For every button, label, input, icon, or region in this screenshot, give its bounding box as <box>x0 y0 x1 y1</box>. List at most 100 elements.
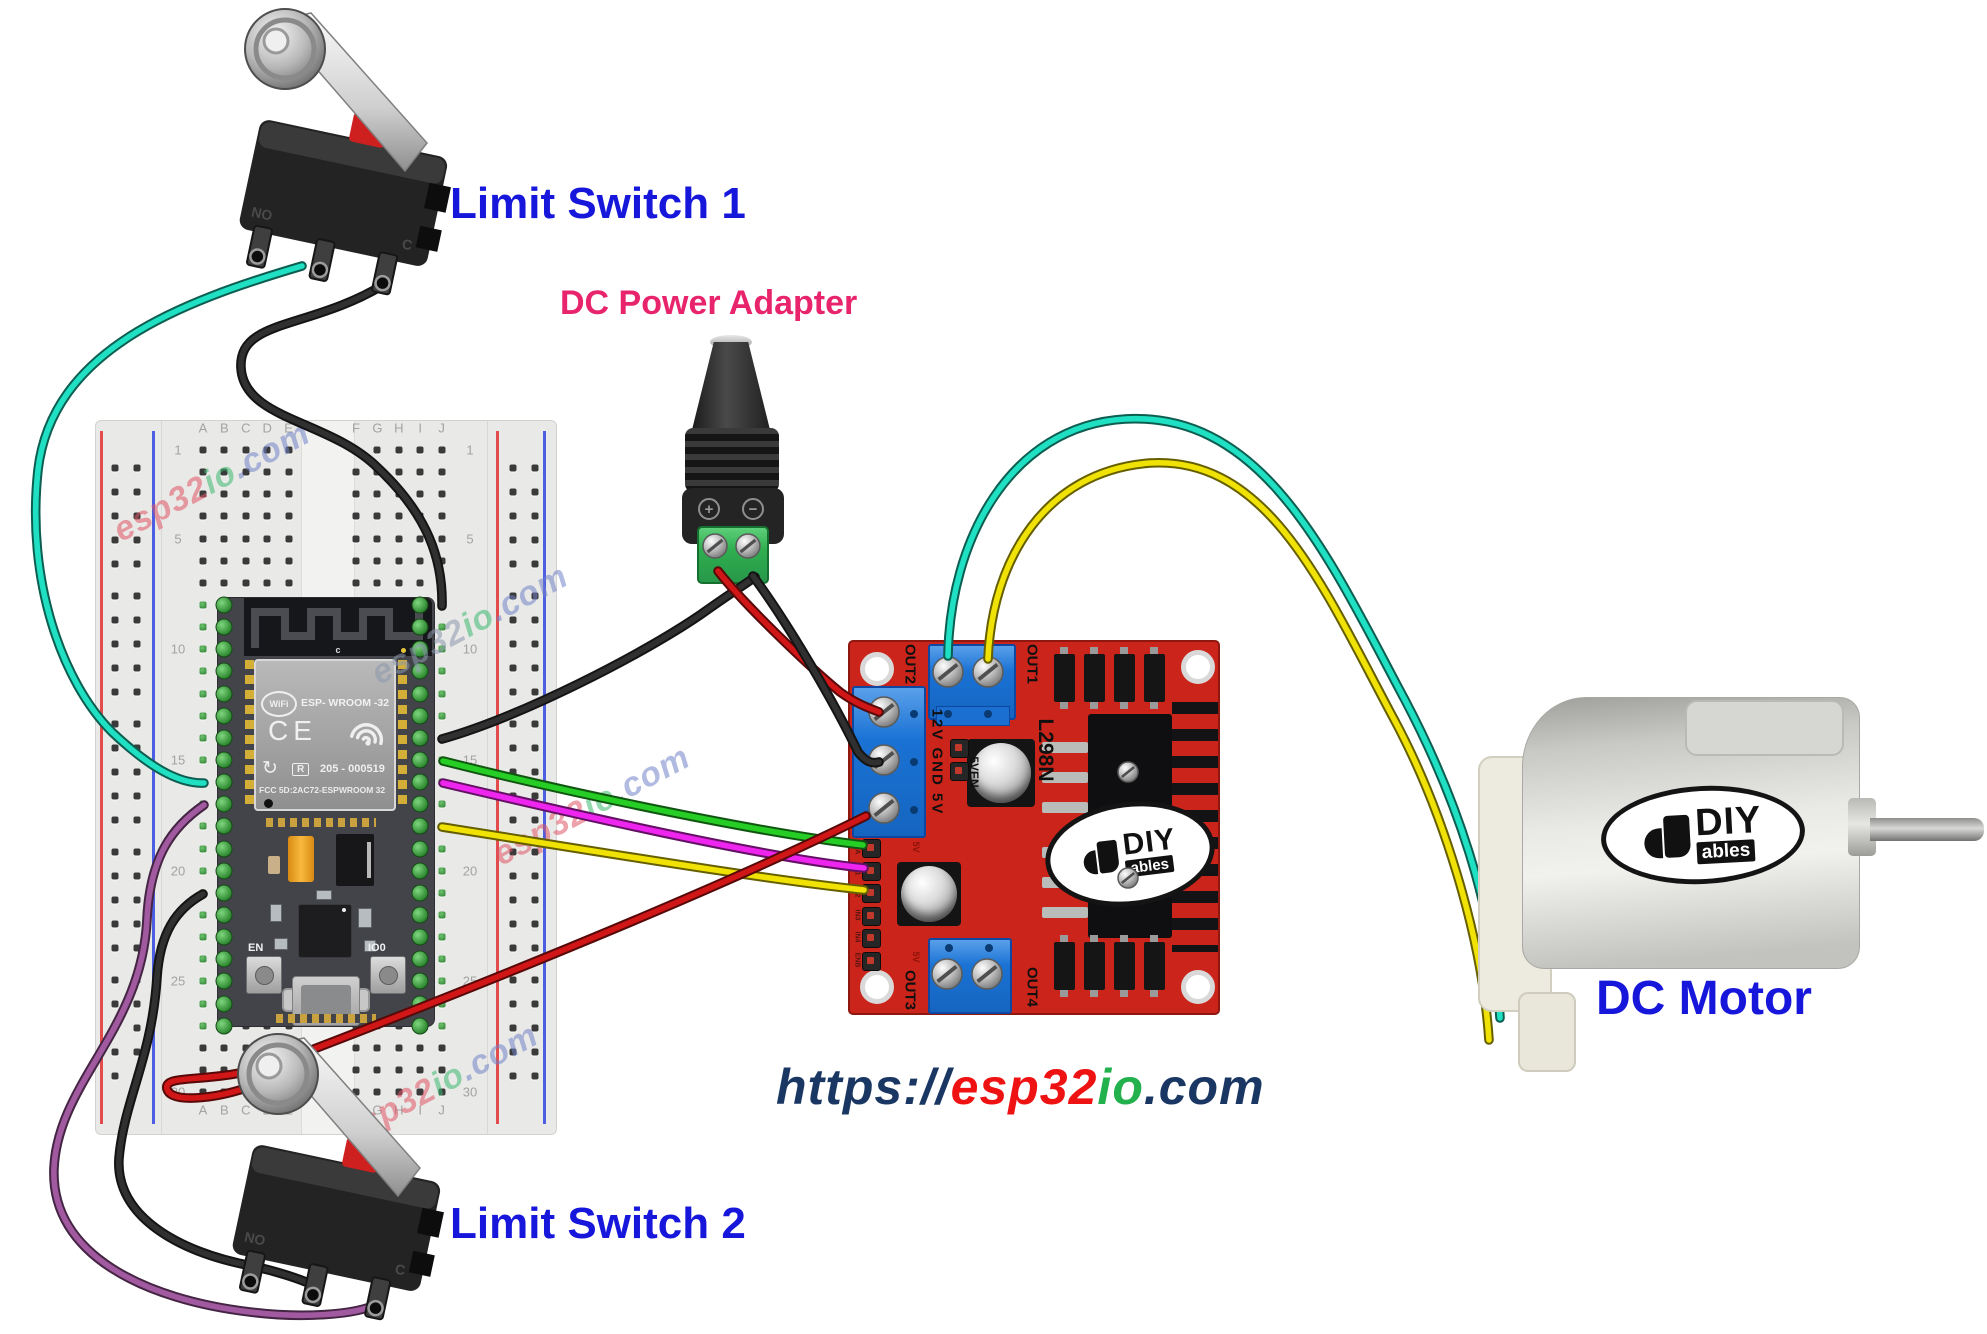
dc-motor: DIY ables <box>1470 690 1987 1090</box>
breadboard-hole <box>438 845 446 853</box>
rail-hole <box>111 848 119 856</box>
breadboard-hole <box>438 1066 446 1074</box>
breadboard-hole <box>395 1066 403 1074</box>
breadboard-hole <box>242 490 250 498</box>
jumper-pin <box>950 739 969 758</box>
esp32-pin <box>411 840 429 858</box>
esp32-pin <box>215 662 233 680</box>
control-pin <box>862 906 881 926</box>
label-dc-power-adapter: DC Power Adapter <box>560 284 858 322</box>
column-letter: G <box>372 420 383 436</box>
rail-hole <box>509 488 517 496</box>
column-letter: E <box>284 420 293 436</box>
column-letter: C <box>241 420 251 436</box>
breadboard-hole <box>199 1044 207 1052</box>
esp32-pin <box>215 640 233 658</box>
mounting-hole <box>860 970 894 1004</box>
voltage-regulator <box>336 834 374 886</box>
pin1-dot <box>342 908 346 912</box>
breadboard-hole <box>285 535 293 543</box>
breadboard-hole <box>373 446 381 454</box>
diyables-text: DIY ables <box>1694 799 1763 865</box>
rail-hole <box>133 1048 141 1056</box>
electrolytic-capacitor <box>971 743 1031 803</box>
breadboard-hole <box>199 977 207 985</box>
row-number: 1 <box>466 442 474 458</box>
url-tld: .com <box>1143 1059 1265 1115</box>
breadboard-hole <box>220 1066 228 1074</box>
breadboard-hole <box>438 933 446 941</box>
wire-black-limitswitch1-to-breadboard <box>238 279 445 609</box>
label-dc-motor: DC Motor <box>1596 972 1812 1025</box>
rail-hole <box>111 488 119 496</box>
rail-hole <box>531 688 539 696</box>
rail-hole <box>531 816 539 824</box>
rail-hole <box>133 688 141 696</box>
breadboard-hole <box>438 955 446 963</box>
antenna-label: c <box>335 645 341 655</box>
row-number: 30 <box>462 1084 478 1100</box>
rail-hole <box>111 640 119 648</box>
rail-hole <box>133 872 141 880</box>
breadboard-hole <box>199 623 207 631</box>
esp32-pin <box>411 1017 429 1035</box>
wire-outline <box>983 458 1494 1045</box>
breadboard-hole <box>438 1044 446 1052</box>
esp32-pin <box>215 906 233 924</box>
component-lead <box>1042 742 1088 753</box>
rail-hole <box>509 768 517 776</box>
column-letter: J <box>438 420 445 436</box>
esp32-pin <box>215 795 233 813</box>
capacitor <box>288 836 314 882</box>
module-castellation <box>398 660 407 810</box>
mounting-hole <box>860 652 894 686</box>
breadboard-hole <box>416 1044 424 1052</box>
site-url: https://esp32io.com <box>776 1058 1265 1116</box>
breadboard-hole <box>395 1044 403 1052</box>
breadboard-hole <box>220 557 228 565</box>
breadboard-hole <box>199 712 207 720</box>
rail-hole <box>111 720 119 728</box>
rail-hole <box>133 512 141 520</box>
breadboard-hole <box>373 1066 381 1074</box>
column-letter: I <box>418 420 422 436</box>
esp32-pin <box>215 707 233 725</box>
ce-mark: CE <box>268 715 317 746</box>
breadboard-hole <box>220 512 228 520</box>
esp32-pin <box>215 773 233 791</box>
power-rail-blue-line <box>543 431 546 1124</box>
breadboard-hole <box>263 512 271 520</box>
esp32-pin <box>411 773 429 791</box>
wire-yellow-l298n-out-to-motor <box>985 460 1492 1043</box>
column-letter: F <box>352 420 360 436</box>
breadboard-hole <box>373 1088 381 1096</box>
fcc-id: FCC 5D:2AC72-ESPWROOM 32 <box>259 785 386 795</box>
breadboard-hole <box>352 1066 360 1074</box>
breadboard-hole <box>199 955 207 963</box>
rail-hole <box>509 1048 517 1056</box>
breadboard-hole <box>199 601 207 609</box>
rail-hole <box>111 744 119 752</box>
row-number: 15 <box>170 752 186 768</box>
terminal-hole <box>984 710 992 718</box>
rail-hole <box>133 664 141 672</box>
rail-hole <box>133 640 141 648</box>
esp32-pin <box>411 795 429 813</box>
breadboard-hole <box>438 623 446 631</box>
usb-uart-chip <box>298 904 352 958</box>
esp32-pin <box>411 640 429 658</box>
diode <box>1084 647 1105 709</box>
breadboard-hole <box>199 756 207 764</box>
terminal-hole <box>910 806 918 814</box>
reg-number: 205 - 000519 <box>320 763 385 775</box>
smd-part <box>316 890 332 900</box>
wire-teal-l298n-out-to-motor <box>945 416 1503 1021</box>
esp32-pin <box>215 884 233 902</box>
terminal-hole <box>944 710 952 718</box>
rail-divider <box>487 421 488 1134</box>
breadboard-hole <box>263 535 271 543</box>
column-letter: A <box>198 1102 208 1118</box>
breadboard-hole <box>438 446 446 454</box>
breadboard-hole <box>220 446 228 454</box>
column-letter: G <box>372 1102 383 1118</box>
